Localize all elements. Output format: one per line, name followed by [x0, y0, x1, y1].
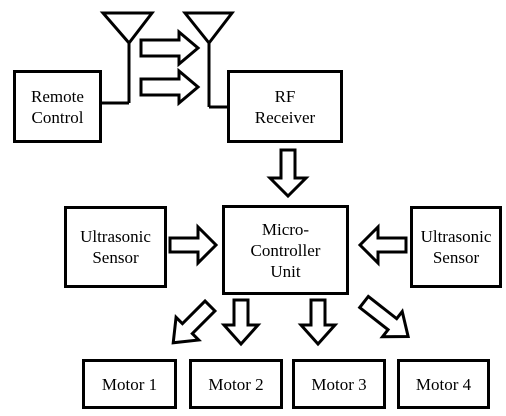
receive-antenna-icon	[181, 11, 236, 109]
wireless-signal-arrows	[139, 28, 201, 107]
ultrasonic-sensor-right-block: Ultrasonic Sensor	[410, 206, 502, 288]
rf-receiver-block: RF Receiver	[227, 70, 343, 143]
signal-arrow-bottom	[139, 67, 201, 107]
arrow-mcu-to-motor-1	[171, 298, 218, 345]
arrow-mcu-to-motor-2	[220, 298, 262, 347]
arrow-rf-to-mcu	[266, 148, 310, 199]
remote-control-block: Remote Control	[13, 70, 102, 143]
arrow-ultrasonic-right-to-mcu	[357, 223, 408, 267]
ultrasonic-sensor-left-block: Ultrasonic Sensor	[64, 206, 167, 288]
transmit-antenna-icon	[99, 11, 156, 105]
arrow-mcu-to-motor-4	[357, 294, 411, 339]
motor-3-block: Motor 3	[292, 359, 386, 409]
signal-arrow-top	[139, 28, 201, 68]
motor-1-block: Motor 1	[82, 359, 177, 409]
arrow-mcu-to-motor-3	[297, 298, 339, 347]
motor-4-block: Motor 4	[397, 359, 490, 409]
arrow-ultrasonic-left-to-mcu	[168, 223, 219, 267]
motor-2-block: Motor 2	[189, 359, 283, 409]
microcontroller-unit-block: Micro- Controller Unit	[222, 205, 349, 295]
